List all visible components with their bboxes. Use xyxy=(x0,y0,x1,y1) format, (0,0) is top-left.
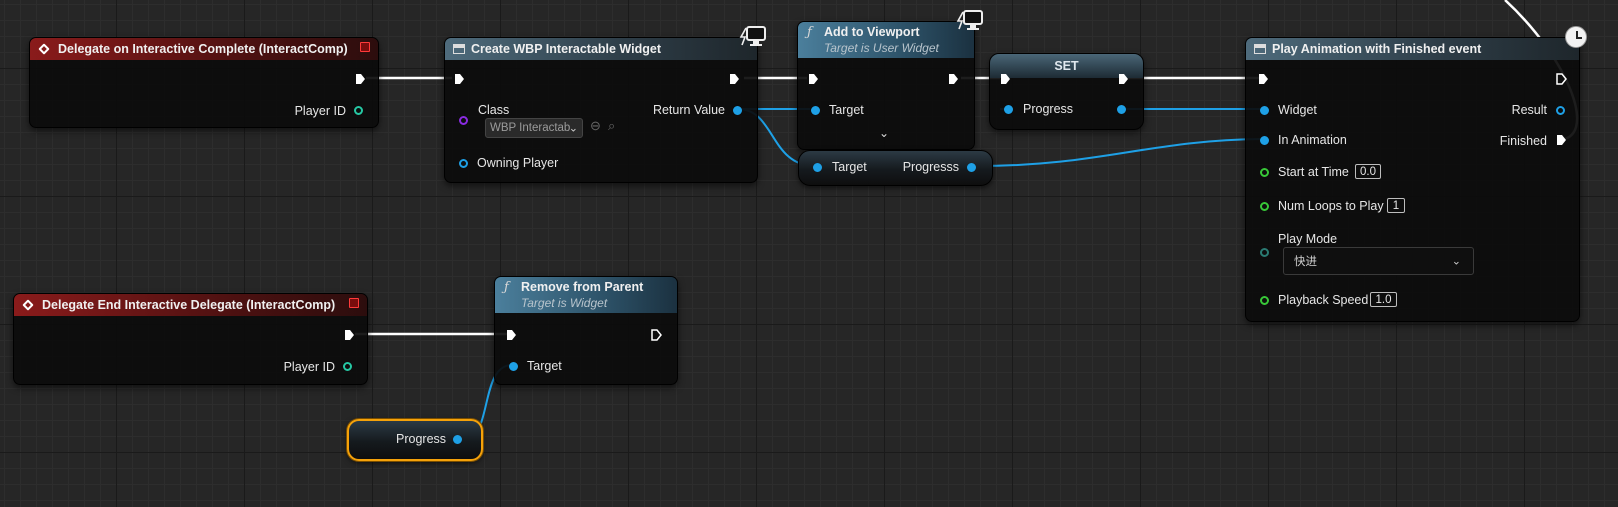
exec-out-pin[interactable] xyxy=(1118,73,1129,85)
progresss-pin[interactable] xyxy=(967,163,976,172)
class-dropdown-value: WBP Interactab xyxy=(490,122,571,134)
progress-out-pin[interactable] xyxy=(1117,105,1126,114)
delegate-stop-icon[interactable] xyxy=(349,298,359,308)
play-animation-node[interactable]: Play Animation with Finished event Widge… xyxy=(1245,37,1580,322)
event-node-interactive-complete[interactable]: Delegate on Interactive Complete (Intera… xyxy=(29,37,379,128)
pin-label-progress: Progress xyxy=(1023,102,1074,116)
add-to-viewport-node[interactable]: ƒ Add to Viewport Target is User Widget … xyxy=(797,21,975,150)
event-diamond-icon xyxy=(22,299,34,311)
pin-label-owning-player: Owning Player xyxy=(477,156,559,170)
variable-label-progress: Progress xyxy=(396,432,447,446)
start-at-time-input[interactable]: 0.0 xyxy=(1355,164,1381,179)
exec-out-pin[interactable] xyxy=(651,329,662,341)
pin-label-target: Target xyxy=(832,160,867,174)
player-id-pin[interactable] xyxy=(343,362,352,371)
pin-label-finished: Finished xyxy=(1499,134,1547,148)
play-mode-dropdown[interactable]: 快进 ⌄ xyxy=(1283,247,1474,275)
node-subtitle: Target is Widget xyxy=(521,296,608,310)
exec-in-pin[interactable] xyxy=(506,329,517,341)
node-title: Delegate End Interactive Delegate (Inter… xyxy=(42,298,336,312)
function-icon: ƒ xyxy=(504,280,509,295)
pin-label-play-mode: Play Mode xyxy=(1278,232,1338,246)
monitor-icon xyxy=(739,26,766,46)
widget-node-icon xyxy=(1254,44,1266,54)
node-title: Add to Viewport xyxy=(824,25,920,39)
play-mode-value: 快进 xyxy=(1294,256,1317,268)
owning-player-pin[interactable] xyxy=(459,159,468,168)
exec-out-pin[interactable] xyxy=(948,73,959,85)
start-at-time-pin[interactable] xyxy=(1260,168,1269,177)
exec-in-pin[interactable] xyxy=(1000,73,1011,85)
create-widget-node[interactable]: Create WBP Interactable Widget Class WBP… xyxy=(444,37,758,183)
node-title: Play Animation with Finished event xyxy=(1272,42,1482,56)
node-header[interactable]: ƒ Remove from Parent Target is Widget xyxy=(495,277,677,313)
exec-out-pin[interactable] xyxy=(344,329,355,341)
event-diamond-icon xyxy=(38,43,50,55)
pin-label-playback-speed: Playback Speed xyxy=(1278,293,1369,307)
num-loops-input[interactable]: 1 xyxy=(1387,198,1405,213)
pin-label-result: Result xyxy=(1511,103,1547,117)
chevron-down-icon: ⌄ xyxy=(568,122,578,135)
node-header[interactable]: Delegate on Interactive Complete (Intera… xyxy=(30,38,378,60)
target-pin[interactable] xyxy=(813,163,822,172)
class-pin[interactable] xyxy=(459,116,468,125)
progress-out-pin[interactable] xyxy=(453,435,462,444)
class-dropdown[interactable]: WBP Interactab ⌄ xyxy=(485,118,583,138)
object-wire xyxy=(976,138,1263,167)
pin-label-in-animation: In Animation xyxy=(1278,133,1347,147)
event-node-end-interactive[interactable]: Delegate End Interactive Delegate (Inter… xyxy=(13,293,368,385)
player-id-pin[interactable] xyxy=(354,106,363,115)
play-mode-pin[interactable] xyxy=(1260,248,1269,257)
delegate-stop-icon[interactable] xyxy=(360,42,370,52)
progresss-getter-node[interactable]: Target Progresss xyxy=(798,150,993,186)
widget-pin[interactable] xyxy=(1260,106,1269,115)
node-title: Delegate on Interactive Complete (Intera… xyxy=(58,42,348,56)
exec-in-pin[interactable] xyxy=(454,73,465,85)
pin-label-player-id: Player ID xyxy=(283,360,335,374)
node-header[interactable]: Play Animation with Finished event xyxy=(1246,38,1579,60)
chevron-down-icon: ⌄ xyxy=(1451,255,1461,268)
pin-label-class: Class xyxy=(478,103,510,117)
search-icon[interactable]: ⌕ xyxy=(608,118,616,133)
exec-out-pin[interactable] xyxy=(355,73,366,85)
pin-label-progresss: Progresss xyxy=(902,160,959,174)
exec-in-pin[interactable] xyxy=(808,73,819,85)
progress-variable-node[interactable]: Progress xyxy=(347,419,483,461)
remove-from-parent-node[interactable]: ƒ Remove from Parent Target is Widget Ta… xyxy=(494,276,678,385)
exec-out-pin[interactable] xyxy=(729,73,740,85)
set-node-header[interactable]: SET xyxy=(990,54,1143,78)
browse-back-icon[interactable]: ⊖ xyxy=(590,118,601,133)
pin-label-start-at-time: Start at Time xyxy=(1278,165,1349,179)
target-pin[interactable] xyxy=(509,362,518,371)
node-title: Create WBP Interactable Widget xyxy=(471,42,661,56)
expand-chevron-icon[interactable]: ⌄ xyxy=(879,126,890,140)
set-progress-node[interactable]: SET Progress xyxy=(989,53,1144,130)
target-pin[interactable] xyxy=(811,106,820,115)
exec-in-pin[interactable] xyxy=(1258,73,1269,85)
finished-exec-pin[interactable] xyxy=(1556,134,1567,146)
node-subtitle: Target is User Widget xyxy=(824,41,939,55)
pin-label-return-value: Return Value xyxy=(652,103,725,117)
clock-icon xyxy=(1565,26,1587,48)
progress-in-pin[interactable] xyxy=(1004,105,1013,114)
pin-label-target: Target xyxy=(829,103,864,117)
playback-speed-pin[interactable] xyxy=(1260,296,1269,305)
pin-label-widget: Widget xyxy=(1278,103,1317,117)
node-title: Remove from Parent xyxy=(521,280,644,294)
node-header[interactable]: ƒ Add to Viewport Target is User Widget xyxy=(798,22,974,58)
function-icon: ƒ xyxy=(807,25,812,40)
node-header[interactable]: Delegate End Interactive Delegate (Inter… xyxy=(14,294,367,316)
num-loops-pin[interactable] xyxy=(1260,202,1269,211)
return-value-pin[interactable] xyxy=(733,106,742,115)
in-animation-pin[interactable] xyxy=(1260,136,1269,145)
result-pin[interactable] xyxy=(1556,106,1565,115)
exec-out-pin[interactable] xyxy=(1556,73,1567,85)
monitor-icon xyxy=(956,10,983,30)
playback-speed-input[interactable]: 1.0 xyxy=(1370,292,1397,307)
widget-node-icon xyxy=(453,44,465,54)
pin-label-num-loops: Num Loops to Play xyxy=(1278,199,1384,213)
node-header[interactable]: Create WBP Interactable Widget xyxy=(445,38,757,60)
pin-label-target: Target xyxy=(527,359,562,373)
pin-label-player-id: Player ID xyxy=(294,104,346,118)
